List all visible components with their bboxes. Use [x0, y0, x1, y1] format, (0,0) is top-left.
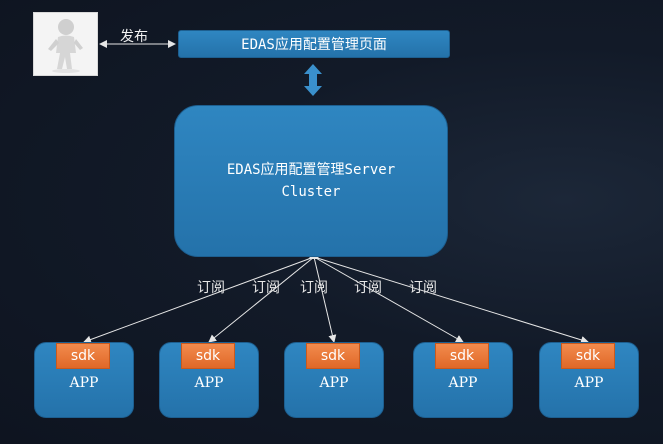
subscribe-connector-4: [313, 256, 464, 343]
app-label-5: APP: [574, 375, 604, 391]
management-page-box: EDAS应用配置管理页面: [178, 30, 450, 58]
user-figure-icon: [48, 19, 83, 73]
app-box-4: sdk APP: [413, 342, 513, 418]
app-box-1: sdk APP: [34, 342, 134, 418]
server-label-line2: Cluster: [281, 184, 341, 200]
management-page-label: EDAS应用配置管理页面: [241, 37, 387, 53]
double-arrow-icon: [304, 64, 322, 96]
subscribe-label-1: 订阅: [197, 280, 225, 296]
app-label-3: APP: [319, 375, 349, 391]
sdk-badge-3: sdk: [306, 343, 360, 369]
subscribe-connector-1: [83, 256, 315, 344]
config-server-cluster-box: EDAS应用配置管理Server Cluster: [174, 105, 448, 257]
subscribe-connector-5: [313, 256, 589, 344]
subscribe-connector-2: [208, 256, 315, 343]
app-box-3: sdk APP: [284, 342, 384, 418]
publish-label: 发布: [120, 29, 148, 45]
sdk-badge-4: sdk: [435, 343, 489, 369]
subscribe-label-2: 订阅: [252, 280, 280, 296]
app-label-1: APP: [69, 375, 99, 391]
app-box-2: sdk APP: [159, 342, 259, 418]
server-label-line1: EDAS应用配置管理Server: [226, 162, 396, 178]
subscribe-connector-3: [313, 256, 337, 343]
sdk-badge-1: sdk: [56, 343, 110, 369]
subscribe-label-4: 订阅: [354, 280, 382, 296]
sdk-badge-2: sdk: [181, 343, 235, 369]
app-label-4: APP: [448, 375, 478, 391]
subscribe-label-5: 订阅: [409, 280, 437, 296]
publisher-user-image: [33, 12, 98, 76]
app-label-2: APP: [194, 375, 224, 391]
app-box-5: sdk APP: [539, 342, 639, 418]
sdk-badge-5: sdk: [561, 343, 615, 369]
subscribe-label-3: 订阅: [300, 280, 328, 296]
